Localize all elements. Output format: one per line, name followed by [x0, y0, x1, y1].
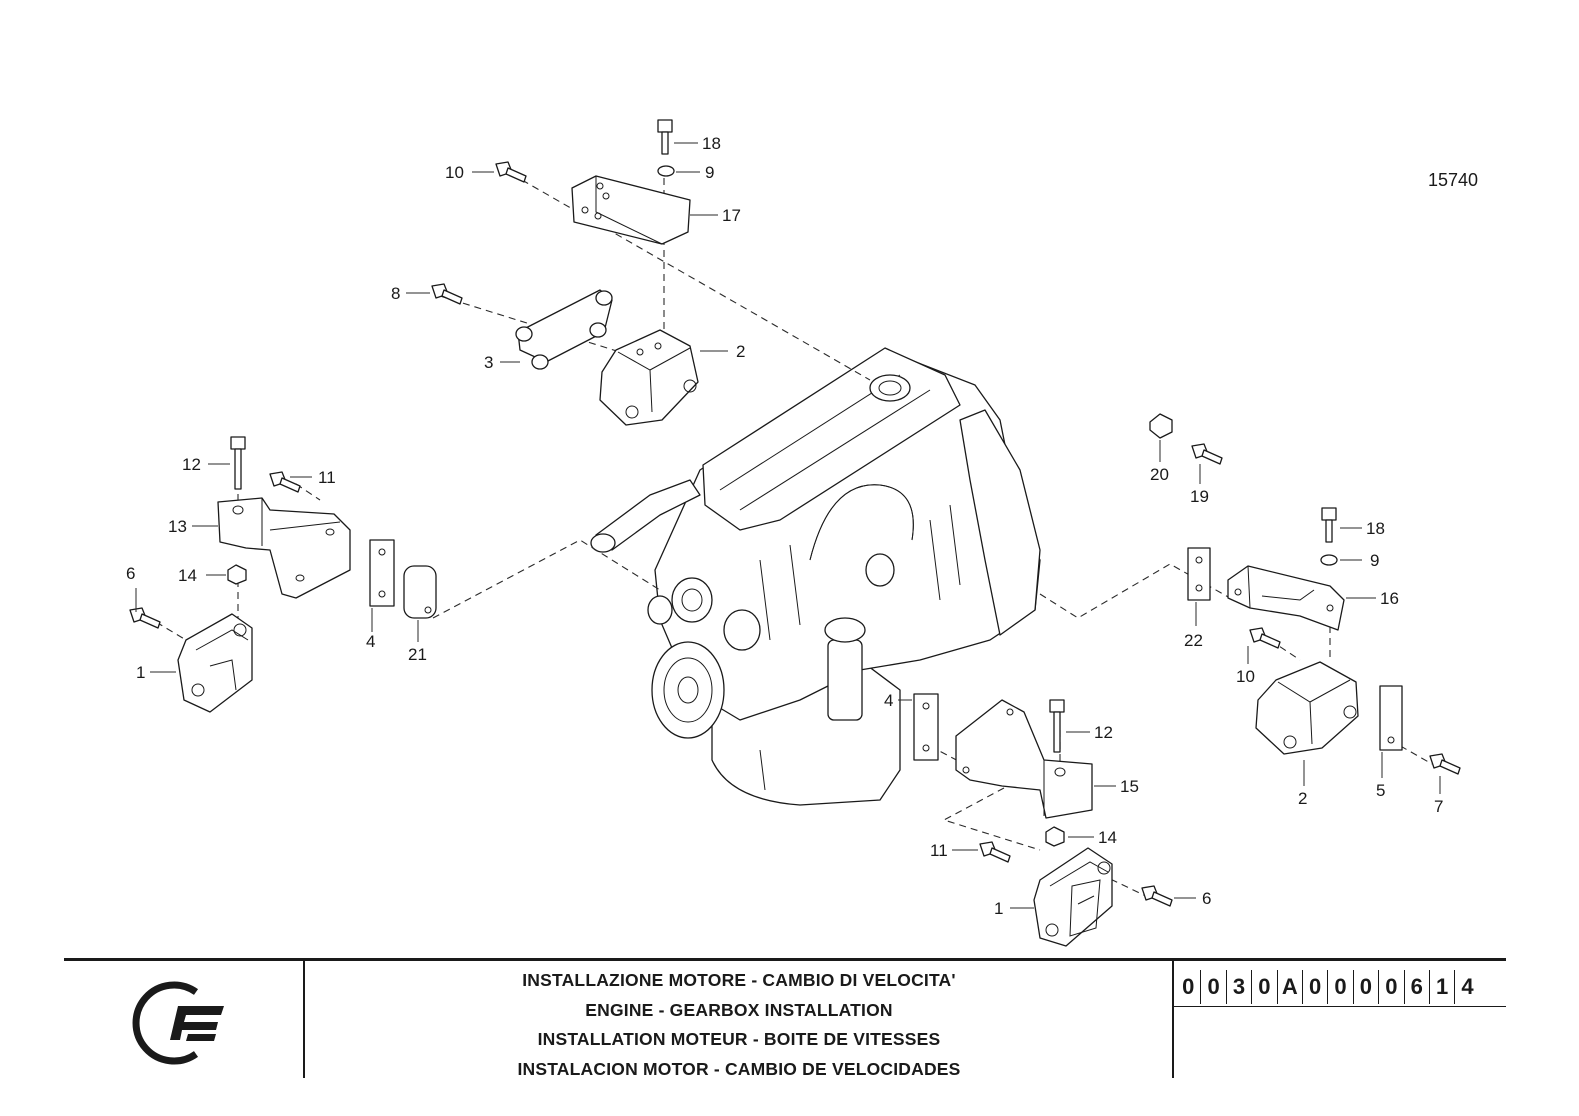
spacer-21 [403, 565, 437, 619]
code-digit: 0 [1354, 970, 1380, 1004]
bolt-7 [1429, 753, 1461, 775]
nut-14-lower [1045, 826, 1065, 847]
callout-4-left: 4 [366, 632, 375, 651]
callout-20: 20 [1150, 465, 1169, 484]
code-digit: 0 [1252, 970, 1278, 1004]
title-english: ENGINE - GEARBOX INSTALLATION [585, 999, 893, 1020]
bracket-16 [1227, 565, 1345, 631]
callout-6-left: 6 [126, 564, 135, 583]
bolt-10-upper [495, 161, 527, 183]
callout-10-upper: 10 [445, 163, 464, 182]
callout-2-upper: 2 [736, 342, 745, 361]
callout-6-lower: 6 [1202, 889, 1211, 908]
bolt-19 [1191, 443, 1223, 465]
callout-labels: 18 9 10 17 8 3 2 12 11 13 6 14 1 4 21 20… [126, 134, 1443, 918]
title-block-top-rule [64, 958, 1506, 961]
callout-15: 15 [1120, 777, 1139, 796]
code-cell-underline [1174, 1006, 1506, 1007]
bracket-plate-17 [571, 175, 691, 245]
callout-8: 8 [391, 284, 400, 303]
callout-1-left: 1 [136, 663, 145, 682]
callout-12-lower: 12 [1094, 723, 1113, 742]
title-french: INSTALLATION MOTEUR - BOITE DE VITESSES [537, 1029, 941, 1049]
callout-1-lower: 1 [994, 899, 1003, 918]
callout-9-upper: 9 [705, 163, 714, 182]
code-digit: 0 [1328, 970, 1354, 1004]
exploded-parts-drawing: 18 9 10 17 8 3 2 12 11 13 6 14 1 4 21 20… [126, 119, 1461, 947]
bolt-12-lower [1049, 699, 1065, 753]
callout-12-left: 12 [182, 455, 201, 474]
callout-16: 16 [1380, 589, 1399, 608]
callout-9-right: 9 [1370, 551, 1379, 570]
callout-21: 21 [408, 645, 427, 664]
bracket-15 [955, 699, 1093, 819]
bolt-18-upper [657, 119, 673, 155]
code-digit: 1 [1430, 970, 1456, 1004]
callout-17: 17 [722, 206, 741, 225]
title-text: INSTALLAZIONE MOTORE - CAMBIO DI VELOCIT… [306, 966, 1172, 1084]
callout-13: 13 [168, 517, 187, 536]
code-digit: 4 [1461, 974, 1474, 999]
callout-18-upper: 18 [702, 134, 721, 153]
bolt-18-right [1321, 507, 1337, 543]
callout-2-right: 2 [1298, 789, 1307, 808]
callout-14-lower: 14 [1098, 828, 1117, 847]
callout-19: 19 [1190, 487, 1209, 506]
code-digit: 6 [1405, 970, 1430, 1004]
callout-3: 3 [484, 353, 493, 372]
bolt-8 [431, 283, 463, 305]
bolt-11-left [269, 471, 301, 493]
code-digit: 0 [1201, 970, 1227, 1004]
code-digit: 0 [1379, 970, 1405, 1004]
spacer-5 [1379, 685, 1403, 751]
callout-22: 22 [1184, 631, 1203, 650]
title-italian: INSTALLAZIONE MOTORE - CAMBIO DI VELOCIT… [522, 970, 956, 990]
callout-11-lower: 11 [930, 841, 948, 860]
bolt-11-lower [979, 841, 1011, 863]
engine-mount-2-right [1255, 661, 1359, 755]
callout-11-left: 11 [318, 468, 336, 487]
nut-20 [1149, 413, 1173, 439]
bracket-13 [217, 497, 351, 599]
spacer-4-lower [913, 693, 939, 761]
callout-14-left: 14 [178, 566, 197, 585]
code-digit: A [1278, 970, 1303, 1004]
title-spanish: INSTALACION MOTOR - CAMBIO DE VELOCIDADE… [517, 1058, 961, 1079]
drawing-code: 0 0 3 0 A 0 0 0 0 6 1 4 [1176, 970, 1480, 1004]
callout-4-lower: 4 [884, 691, 893, 710]
washer-9-upper [657, 165, 675, 177]
engine-mount-2-upper [599, 329, 699, 426]
callout-18-right: 18 [1366, 519, 1385, 538]
drawing-number: 15740 [1428, 170, 1479, 190]
washer-9-right [1320, 554, 1338, 566]
spacer-22 [1187, 547, 1211, 601]
callout-5: 5 [1376, 781, 1385, 800]
bolt-6-lower [1141, 885, 1173, 907]
bolt-10-right [1249, 627, 1281, 649]
manufacturer-logo [132, 981, 224, 1065]
engine-block [590, 347, 1041, 806]
title-block-right-divider [1172, 960, 1174, 1078]
code-digit: 3 [1227, 970, 1253, 1004]
callout-7: 7 [1434, 797, 1443, 816]
spacer-4-left [369, 539, 395, 607]
code-digit: 0 [1303, 970, 1329, 1004]
engine-mount-1-left [177, 613, 253, 713]
callout-10-right: 10 [1236, 667, 1255, 686]
nut-14-left [227, 564, 247, 585]
bolt-6-left [129, 607, 161, 629]
title-block-left-divider [303, 960, 305, 1078]
bolt-12-left [230, 436, 246, 490]
leader-lines [135, 142, 1441, 909]
link-rod-3 [515, 289, 613, 370]
engine-mount-1-lower [1033, 847, 1113, 947]
code-digit: 0 [1176, 970, 1202, 1004]
